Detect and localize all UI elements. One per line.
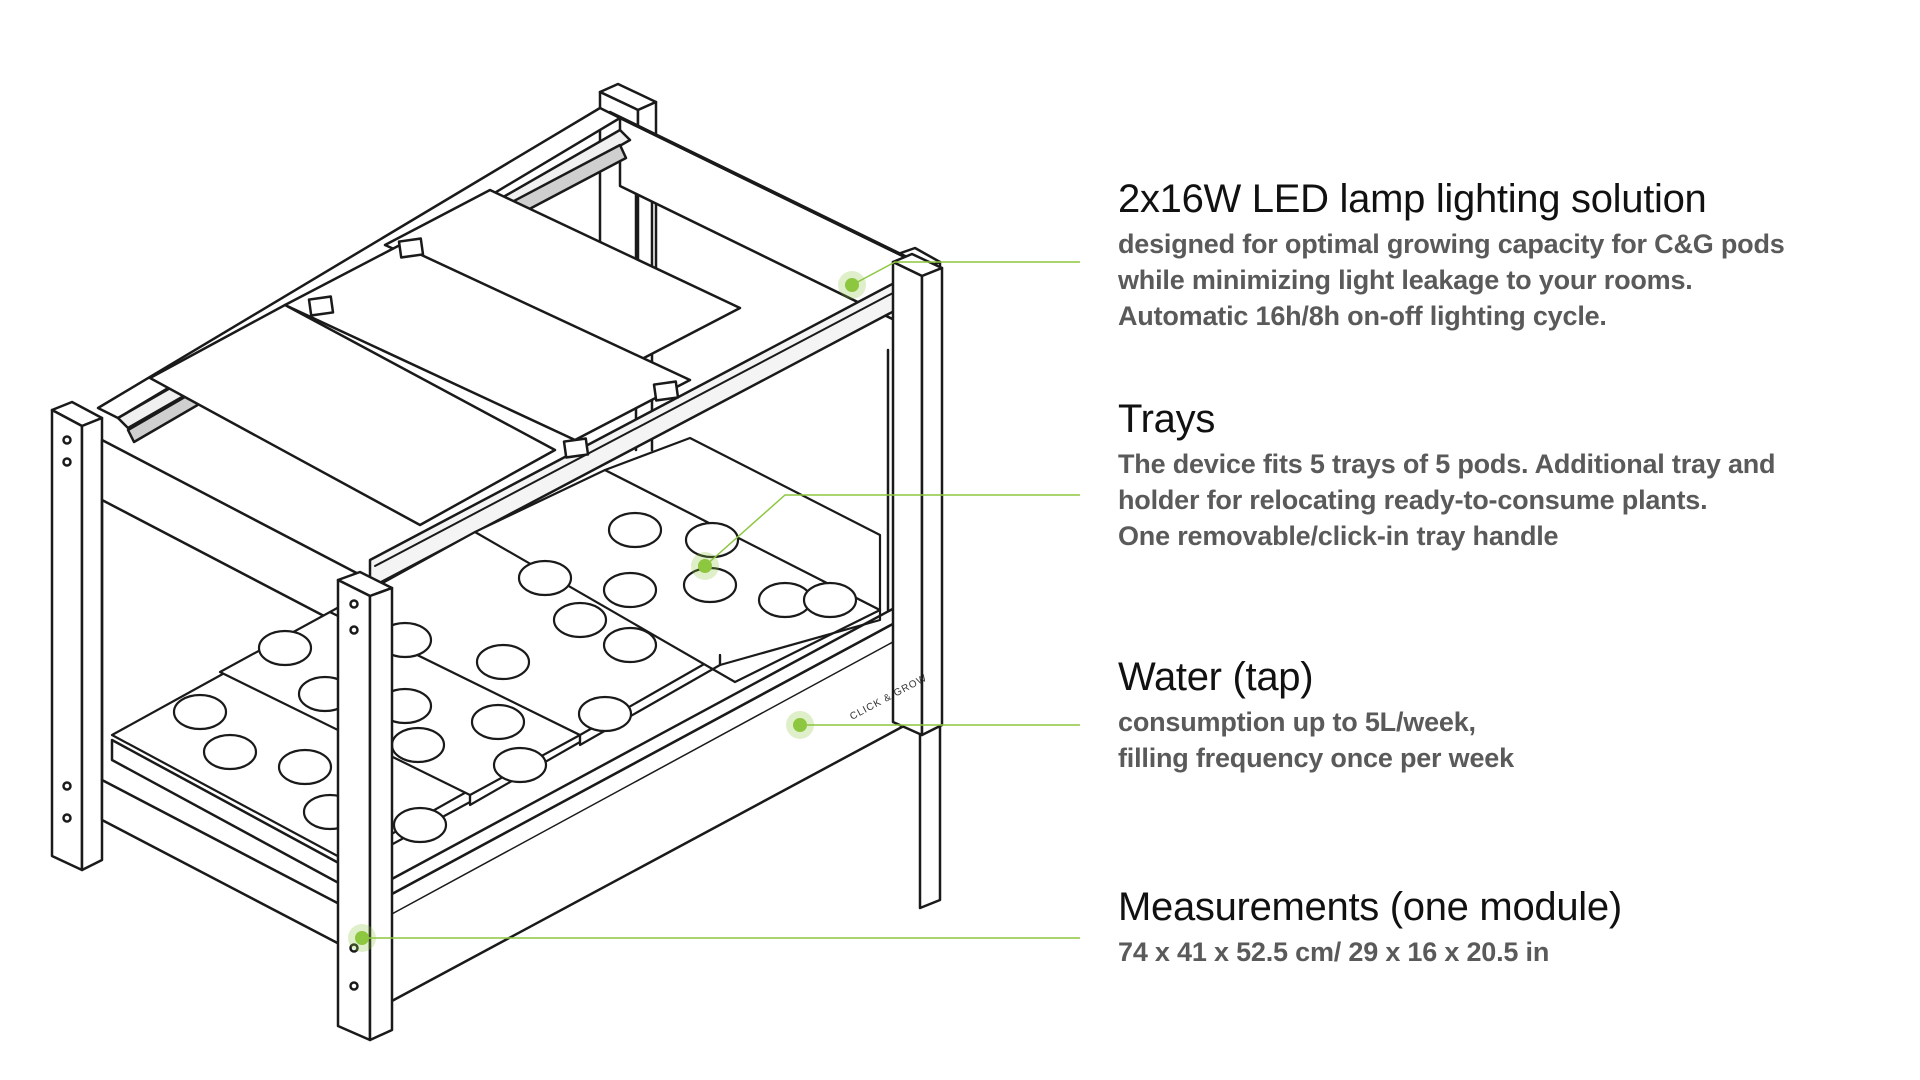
- reservoir-inner-line: [389, 629, 916, 916]
- callout-line-led: [851, 261, 1080, 286]
- top-panel-front: [148, 303, 557, 527]
- post-hole: [349, 943, 359, 953]
- feature-led: 2x16W LED lamp lighting solution designe…: [1118, 176, 1888, 334]
- pod: [684, 521, 740, 559]
- pod: [602, 571, 658, 609]
- feature-title: Trays: [1118, 397, 1216, 441]
- feature-description: consumption up to 5L/week, filling frequ…: [1118, 704, 1888, 776]
- post-hole: [349, 625, 359, 635]
- front-right-post-side: [920, 266, 944, 737]
- feature-trays: Trays The device fits 5 trays of 5 pods.…: [1118, 396, 1888, 554]
- callout-dot-trays: [698, 559, 712, 573]
- top-panel-mid: [283, 243, 692, 442]
- pod: [470, 703, 526, 741]
- tray: [603, 436, 882, 612]
- post-hole: [62, 781, 72, 791]
- feature-title: 2x16W LED lamp lighting solution: [1118, 177, 1707, 221]
- feature-line: The device fits 5 trays of 5 pods. Addit…: [1118, 449, 1776, 479]
- pod: [172, 693, 228, 731]
- post-hole: [349, 981, 359, 991]
- pod: [257, 629, 313, 667]
- pod: [492, 746, 548, 784]
- panel-clip: [397, 237, 425, 259]
- feature-line: 74 x 41 x 52.5 cm/ 29 x 16 x 20.5 in: [1118, 937, 1550, 967]
- pod: [552, 601, 608, 639]
- feature-line: consumption up to 5L/week,: [1118, 707, 1476, 737]
- left-post-side: [80, 416, 104, 872]
- callouts: [348, 261, 1080, 952]
- panel-clip: [307, 295, 335, 317]
- feature-description: designed for optimal growing capacity fo…: [1118, 226, 1888, 334]
- callout-line-trays: [704, 494, 1080, 567]
- post-hole: [62, 457, 72, 467]
- front-post-front: [336, 578, 372, 1042]
- feature-line: One removable/click-in tray handle: [1118, 521, 1559, 551]
- callout-dot-led: [845, 278, 859, 292]
- pod: [577, 695, 633, 733]
- pod: [602, 626, 658, 664]
- post-hole: [349, 599, 359, 609]
- callout-dot-water: [793, 718, 807, 732]
- feature-description: The device fits 5 trays of 5 pods. Addit…: [1118, 446, 1888, 554]
- feature-line: designed for optimal growing capacity fo…: [1118, 229, 1785, 259]
- pod: [392, 806, 448, 844]
- pod: [517, 559, 573, 597]
- feature-line: filling frequency once per week: [1118, 743, 1514, 773]
- panel-clip: [652, 380, 680, 402]
- post-hole: [62, 435, 72, 445]
- feature-water: Water (tap) consumption up to 5L/week, f…: [1118, 654, 1888, 776]
- feature-description: 74 x 41 x 52.5 cm/ 29 x 16 x 20.5 in: [1118, 934, 1888, 970]
- top-lamp-front-bar: [374, 283, 911, 567]
- feature-measurements: Measurements (one module) 74 x 41 x 52.5…: [1118, 884, 1888, 970]
- pod: [802, 581, 858, 619]
- pod: [390, 726, 446, 764]
- feature-line: holder for relocating ready-to-consume p…: [1118, 485, 1708, 515]
- device-frame: [50, 82, 944, 1042]
- feature-line: while minimizing light leakage to your r…: [1118, 265, 1693, 295]
- post-hole: [62, 813, 72, 823]
- pod: [607, 511, 663, 549]
- front-right-post-front: [891, 260, 924, 737]
- panel-clip: [562, 437, 590, 459]
- pod: [202, 733, 258, 771]
- callout-dot-measurements: [355, 931, 369, 945]
- front-post-side: [368, 586, 394, 1042]
- feature-title: Measurements (one module): [1118, 885, 1622, 929]
- pod: [277, 748, 333, 786]
- feature-title: Water (tap): [1118, 655, 1314, 699]
- feature-line: Automatic 16h/8h on-off lighting cycle.: [1118, 301, 1607, 331]
- pod: [475, 643, 531, 681]
- left-post-front: [50, 408, 84, 872]
